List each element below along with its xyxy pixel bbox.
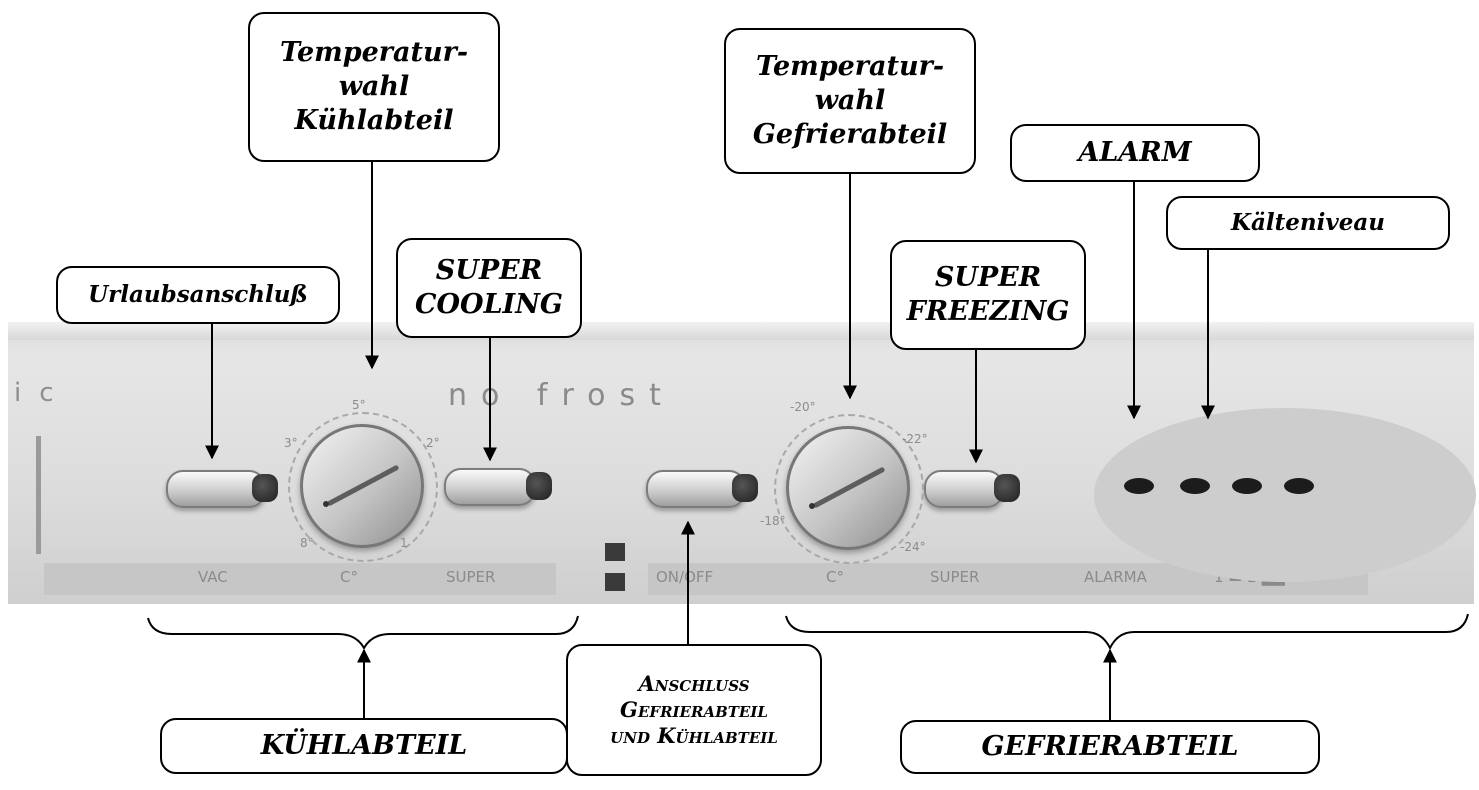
- callout-super-freezing: SUPER FREEZING: [890, 240, 1086, 350]
- callout-cooling-section: KÜHLABTEIL: [160, 718, 568, 774]
- brace-freezer: [786, 614, 1468, 648]
- callout-cold-level: Kälteniveau: [1166, 196, 1450, 250]
- callout-temp-freezing: Temperatur- wahl Gefrierabteil: [724, 28, 976, 174]
- brace-cooling: [148, 616, 578, 648]
- callout-temp-cooling: Temperatur- wahl Kühlabteil: [248, 12, 500, 162]
- callout-super-cooling: SUPER COOLING: [396, 238, 582, 338]
- callout-vacation: Urlaubsanschluß: [56, 266, 340, 324]
- callout-alarm: ALARM: [1010, 124, 1260, 182]
- callout-freezer-section: GEFRIERABTEIL: [900, 720, 1320, 774]
- callout-connect-both: Anschluß Gefrierabteil und Kühlabteil: [566, 644, 822, 776]
